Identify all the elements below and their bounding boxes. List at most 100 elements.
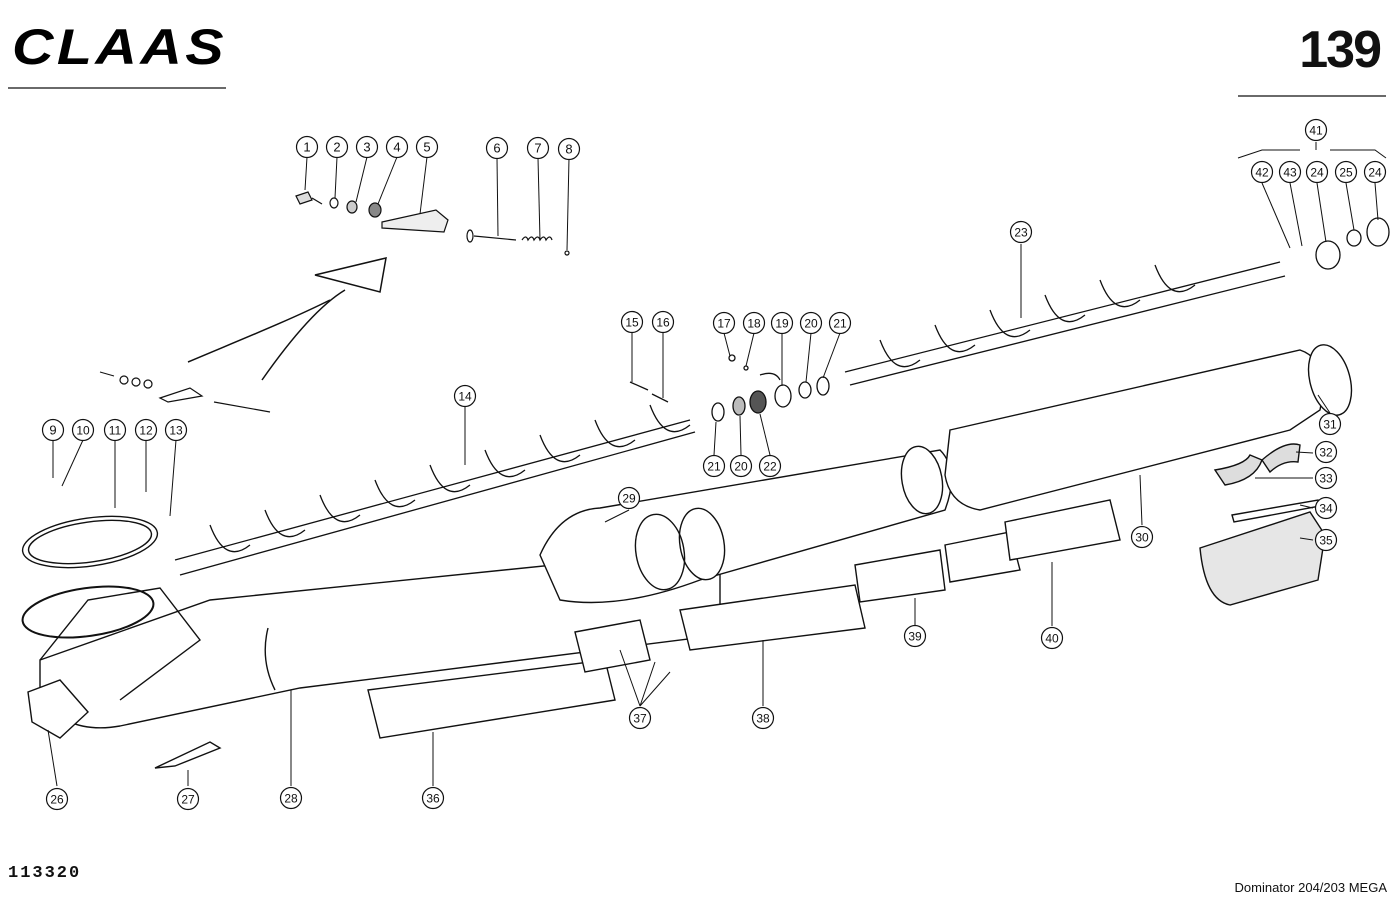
callout-label: 20 (804, 317, 818, 331)
callout-circle (1314, 466, 1338, 490)
callout-circle (1278, 160, 1302, 184)
callout-10: 10 (71, 418, 95, 442)
callout-label: 23 (1014, 226, 1028, 240)
callout-label: 27 (181, 793, 195, 807)
callout-2: 2 (325, 135, 349, 159)
callout-circle (295, 135, 319, 159)
callout-38: 38 (751, 706, 775, 730)
callout-36: 36 (421, 786, 445, 810)
auger-tube-group (21, 344, 1353, 769)
callout-circle (729, 454, 753, 478)
callout-5: 5 (415, 135, 439, 159)
callout-circle (355, 135, 379, 159)
callout-6: 6 (485, 136, 509, 160)
callout-18: 18 (742, 311, 766, 335)
callout-33: 33 (1314, 466, 1338, 490)
callout-label: 11 (109, 424, 122, 438)
callout-13: 13 (164, 418, 188, 442)
callout-label: 40 (1045, 632, 1059, 646)
callout-label: 26 (50, 793, 64, 807)
callout-circle (702, 454, 726, 478)
callout-circle (628, 706, 652, 730)
callout-circle (1305, 160, 1329, 184)
callout-label: 2 (333, 140, 340, 155)
callout-circle (903, 624, 927, 648)
callout-17: 17 (712, 311, 736, 335)
page-number: 139 (1299, 21, 1382, 79)
callout-25: 25 (1334, 160, 1358, 184)
callout-circle (651, 310, 675, 334)
callout-label: 20 (734, 460, 748, 474)
callout-label: 7 (534, 141, 541, 156)
callout-label: 31 (1323, 418, 1337, 432)
callout-15: 15 (620, 310, 644, 334)
bearing-parts (629, 354, 830, 422)
callout-26: 26 (45, 787, 69, 811)
callout-22: 22 (758, 454, 782, 478)
callout-16: 16 (651, 310, 675, 334)
callout-24: 24 (1305, 160, 1329, 184)
callout-19: 19 (770, 311, 794, 335)
drawing-number: 113320 (8, 864, 82, 883)
callout-29: 29 (617, 486, 641, 510)
callout-circle (799, 311, 823, 335)
callout-circle (41, 418, 65, 442)
callout-label: 1 (303, 140, 310, 155)
callout-label: 28 (284, 792, 298, 806)
callout-7: 7 (526, 136, 550, 160)
callout-32: 32 (1314, 440, 1338, 464)
callout-30: 30 (1130, 525, 1154, 549)
callout-label: 41 (1309, 124, 1323, 138)
callout-27: 27 (176, 787, 200, 811)
callout-circle (526, 136, 550, 160)
callout-circle (828, 311, 852, 335)
callout-circle (712, 311, 736, 335)
callout-circle (751, 706, 775, 730)
callout-label: 34 (1319, 502, 1333, 516)
callout-circle (415, 135, 439, 159)
callout-label: 21 (707, 460, 721, 474)
callout-circle (1130, 525, 1154, 549)
callout-12: 12 (134, 418, 158, 442)
callout-label: 3 (363, 140, 370, 155)
callout-label: 4 (393, 140, 400, 155)
callout-label: 39 (908, 630, 922, 644)
callout-4: 4 (385, 135, 409, 159)
callout-circle (453, 384, 477, 408)
callout-28: 28 (279, 786, 303, 810)
callout-42: 42 (1250, 160, 1274, 184)
callout-label: 21 (833, 317, 847, 331)
callout-label: 38 (756, 712, 770, 726)
callout-label: 19 (775, 317, 789, 331)
callout-circle (742, 311, 766, 335)
callout-31: 31 (1318, 412, 1342, 436)
callout-label: 17 (717, 317, 731, 331)
callout-34: 34 (1314, 496, 1338, 520)
claas-logo: CLAAS (12, 22, 227, 72)
callout-label: 9 (49, 423, 56, 438)
callout-label: 35 (1319, 534, 1333, 548)
callout-43: 43 (1278, 160, 1302, 184)
callout-label: 25 (1339, 166, 1353, 180)
callout-label: 36 (426, 792, 440, 806)
auger-shaft-left (174, 404, 696, 576)
callout-circle (279, 786, 303, 810)
callout-circle (385, 135, 409, 159)
callout-circle (71, 418, 95, 442)
callout-label: 6 (493, 141, 500, 156)
logo-text: CLAAS (12, 22, 227, 72)
callout-label: 37 (633, 712, 647, 726)
callout-circle (45, 787, 69, 811)
callout-35: 35 (1314, 528, 1338, 552)
callout-circle (1314, 528, 1338, 552)
callout-8: 8 (557, 137, 581, 161)
callout-label: 24 (1310, 166, 1324, 180)
callout-circle (617, 486, 641, 510)
callout-circle (1318, 412, 1342, 436)
leader-lines (47, 142, 1387, 787)
callout-circle (758, 454, 782, 478)
callout-3: 3 (355, 135, 379, 159)
callout-9: 9 (41, 418, 65, 442)
callout-label: 15 (625, 316, 639, 330)
